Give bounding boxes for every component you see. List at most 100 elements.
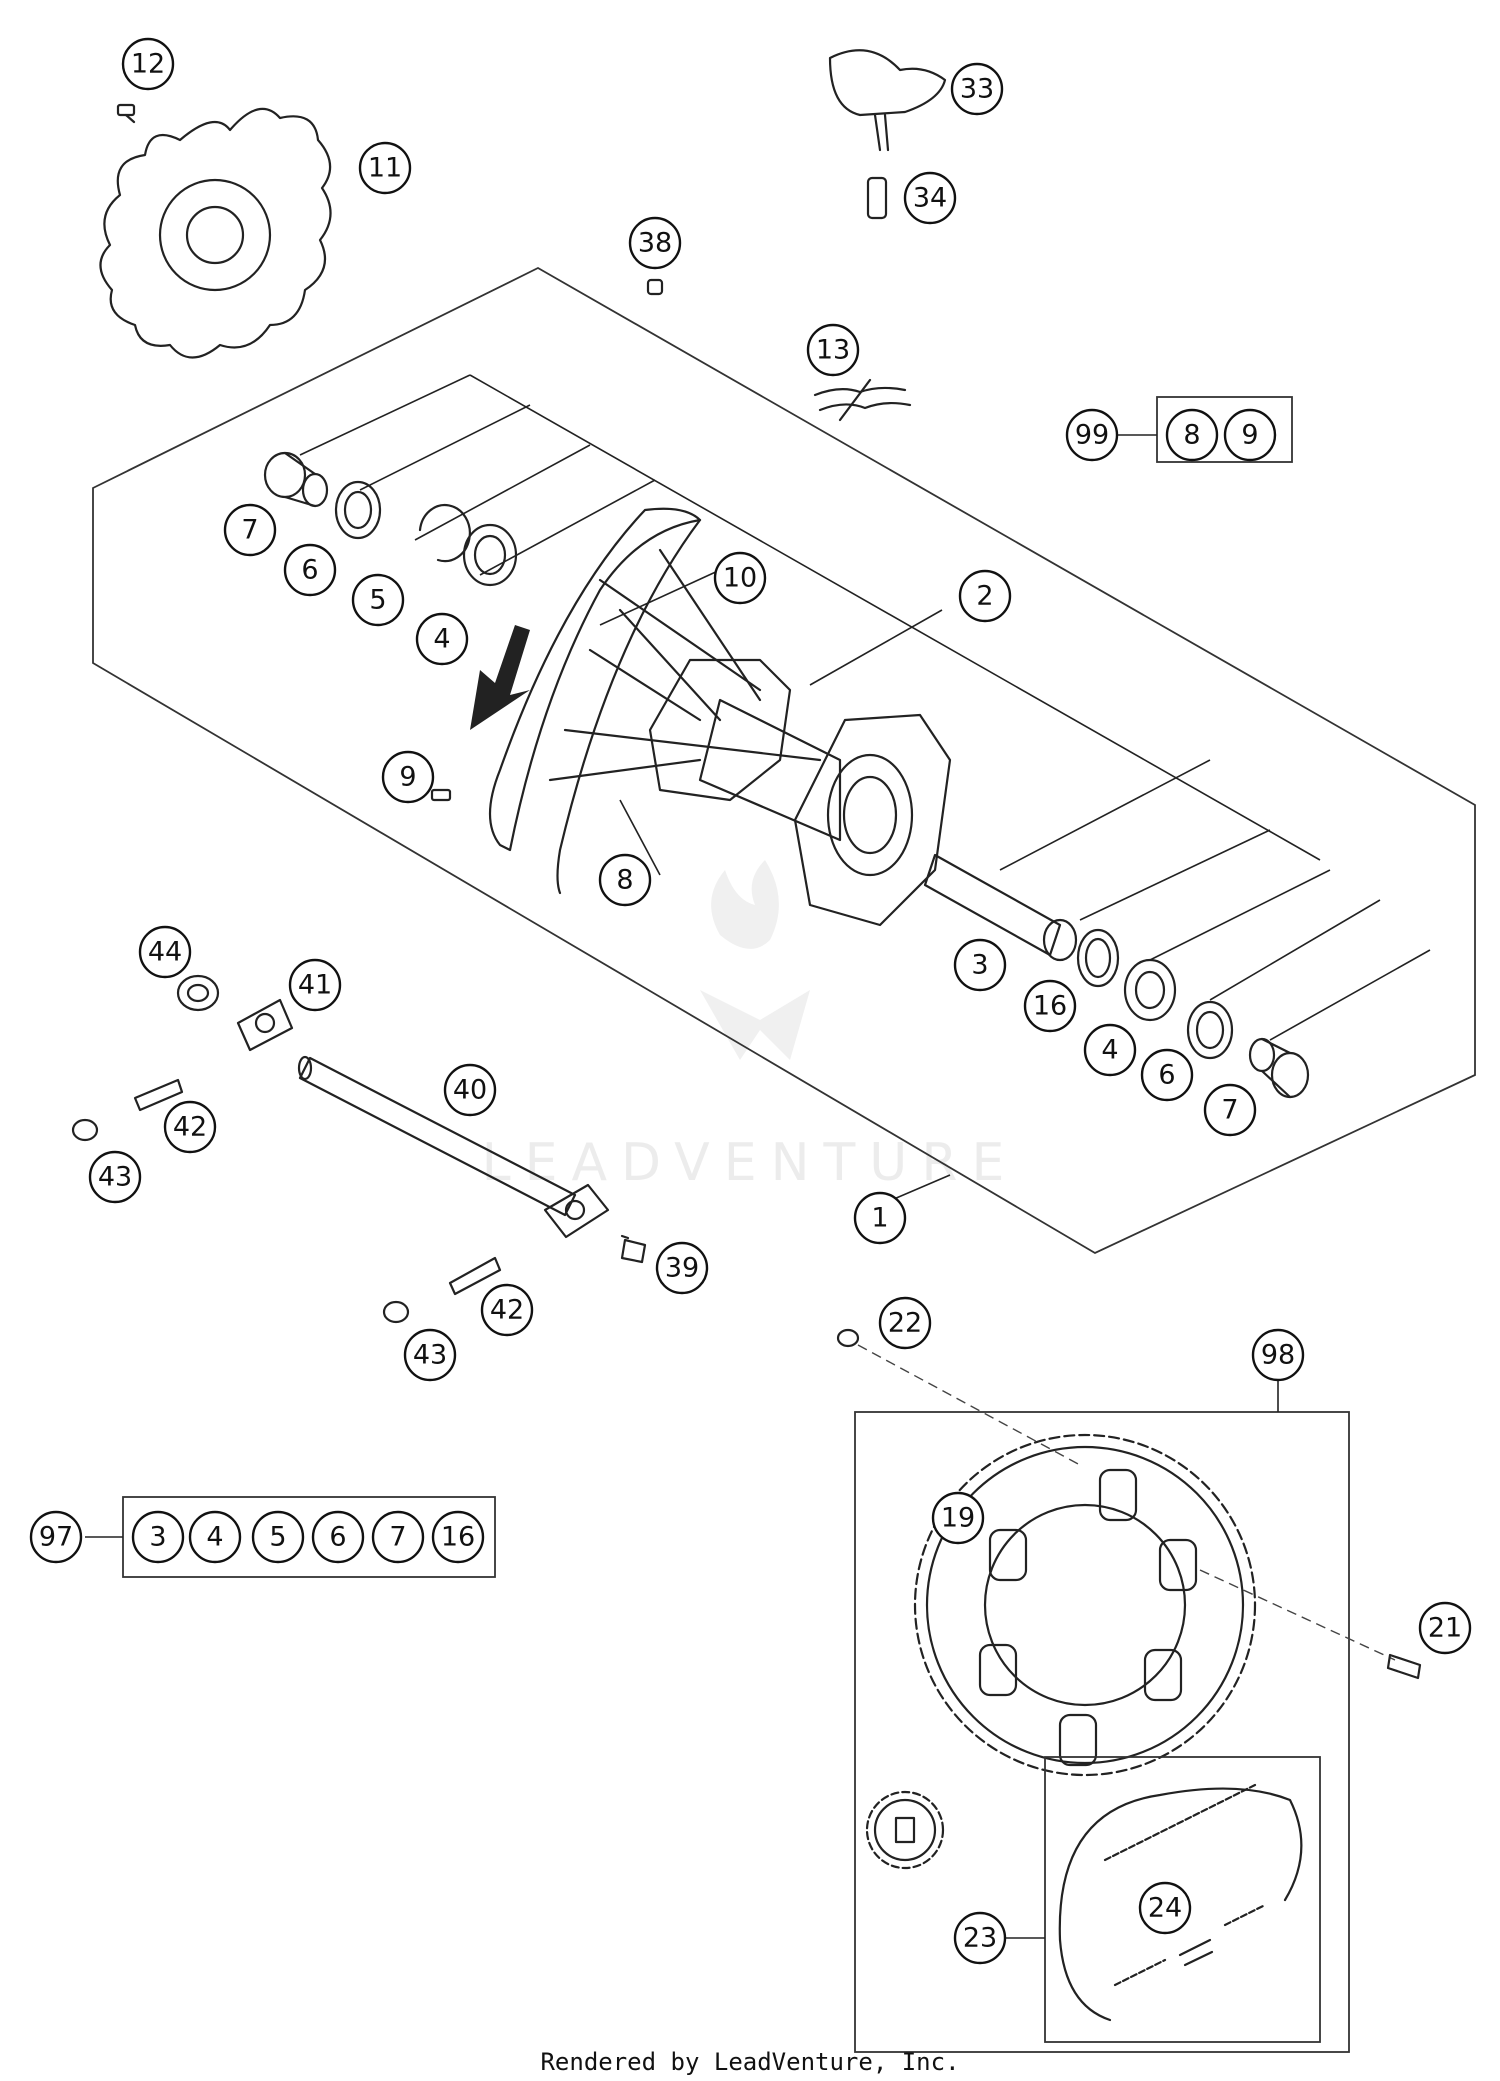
callout-4-left: 4 — [415, 612, 469, 666]
svg-text:13: 13 — [816, 335, 850, 366]
bearing-left — [462, 523, 518, 587]
svg-text:4: 4 — [1101, 1035, 1118, 1066]
callout-4-right: 4 — [1083, 1023, 1137, 1077]
svg-text:8: 8 — [616, 865, 633, 896]
svg-text:8: 8 — [1183, 420, 1200, 451]
callout-98: 98 — [1251, 1328, 1305, 1382]
watermark-text: LEADVENTURE — [482, 1133, 1019, 1193]
lock-nut-upper — [71, 1118, 99, 1142]
spacer-right — [1248, 1037, 1310, 1099]
svg-text:98: 98 — [1261, 1340, 1295, 1371]
hub — [648, 658, 952, 927]
svg-text:4: 4 — [433, 624, 450, 655]
svg-text:22: 22 — [888, 1308, 922, 1339]
svg-text:21: 21 — [1428, 1613, 1462, 1644]
kit-97-item-16: 16 — [431, 1510, 485, 1564]
callout-16: 16 — [1023, 979, 1077, 1033]
sprocket-kit-outline — [854, 1411, 1350, 2053]
callout-43-lower: 43 — [403, 1328, 457, 1382]
svg-text:42: 42 — [490, 1295, 524, 1326]
svg-text:11: 11 — [368, 153, 402, 184]
seal-right — [1186, 1000, 1234, 1060]
svg-text:23: 23 — [963, 1923, 997, 1954]
svg-text:16: 16 — [1033, 991, 1067, 1022]
svg-text:40: 40 — [453, 1075, 487, 1106]
axle — [297, 1055, 577, 1217]
svg-text:99: 99 — [1075, 420, 1109, 451]
callout-1: 1 — [853, 1191, 907, 1245]
screw-39 — [620, 1234, 647, 1264]
bearing-leaders — [299, 374, 1431, 1041]
balance-weight — [646, 278, 664, 296]
kit-99-box — [1156, 396, 1293, 463]
seal-left — [334, 480, 382, 540]
callout-43-upper: 43 — [88, 1150, 142, 1204]
rim — [488, 507, 702, 895]
disc-bolt — [116, 103, 136, 124]
sprocket-nut-axis — [857, 1344, 1081, 1466]
callout-11: 11 — [358, 141, 412, 195]
wheel-assembly-outline — [92, 266, 1476, 1255]
svg-text:42: 42 — [173, 1112, 207, 1143]
callout-6-right: 6 — [1140, 1048, 1194, 1102]
callout-23: 23 — [953, 1911, 1007, 1965]
svg-text:3: 3 — [149, 1522, 166, 1553]
callout-6-left: 6 — [283, 543, 337, 597]
drive-chain — [1058, 1783, 1303, 2022]
svg-text:10: 10 — [723, 563, 757, 594]
adjuster-screw-upper — [133, 1078, 184, 1112]
callout-99: 99 — [1065, 408, 1119, 462]
kit-97-item-7: 7 — [371, 1510, 425, 1564]
callout-39: 39 — [655, 1241, 709, 1295]
kit-97-item-4: 4 — [188, 1510, 242, 1564]
rendered-by-credit: Rendered by LeadVenture, Inc. — [540, 2048, 960, 2076]
chain-adjuster-left — [236, 998, 294, 1052]
axle-nut — [176, 974, 220, 1012]
kit-99-item-9: 9 — [1223, 408, 1277, 462]
callout-40: 40 — [443, 1063, 497, 1117]
callout-38: 38 — [628, 216, 682, 270]
kit-97-item-3: 3 — [131, 1510, 185, 1564]
master-link — [1178, 1938, 1214, 1967]
callout-42-upper: 42 — [163, 1100, 217, 1154]
callout-21: 21 — [1418, 1601, 1472, 1655]
callout-97: 97 — [29, 1510, 83, 1564]
svg-text:39: 39 — [665, 1253, 699, 1284]
svg-text:9: 9 — [1241, 420, 1258, 451]
kit-97-item-5: 5 — [251, 1510, 305, 1564]
chain-outline — [1044, 1756, 1321, 2043]
spokes — [548, 548, 822, 782]
callout-7-right: 7 — [1203, 1083, 1257, 1137]
svg-text:9: 9 — [399, 762, 416, 793]
lock-nut-lower — [382, 1300, 410, 1324]
svg-text:33: 33 — [960, 74, 994, 105]
svg-text:5: 5 — [269, 1522, 286, 1553]
svg-text:6: 6 — [329, 1522, 346, 1553]
bearing-right — [1123, 958, 1177, 1022]
ring-16 — [1076, 928, 1120, 988]
svg-text:24: 24 — [1148, 1893, 1182, 1924]
svg-text:6: 6 — [1158, 1060, 1175, 1091]
svg-text:5: 5 — [369, 585, 386, 616]
sprocket-bolt — [1386, 1653, 1422, 1680]
sprocket-bolt-axis — [1199, 1569, 1396, 1661]
svg-text:38: 38 — [638, 228, 672, 259]
callout-22: 22 — [878, 1296, 932, 1350]
callout-44: 44 — [138, 925, 192, 979]
svg-text:41: 41 — [298, 970, 332, 1001]
rotation-arrow — [470, 625, 530, 730]
adjuster-screw-lower — [448, 1256, 502, 1296]
svg-text:6: 6 — [301, 555, 318, 586]
svg-text:7: 7 — [1221, 1095, 1238, 1126]
svg-text:3: 3 — [971, 950, 988, 981]
callout-19: 19 — [931, 1491, 985, 1545]
callout-12: 12 — [121, 37, 175, 91]
svg-text:97: 97 — [39, 1522, 73, 1553]
sprocket-nut — [836, 1328, 860, 1348]
callout-9: 9 — [381, 750, 435, 804]
svg-text:43: 43 — [413, 1340, 447, 1371]
callout-2: 2 — [958, 569, 1012, 623]
svg-text:44: 44 — [148, 937, 182, 968]
callout-34: 34 — [903, 171, 957, 225]
svg-text:7: 7 — [389, 1522, 406, 1553]
